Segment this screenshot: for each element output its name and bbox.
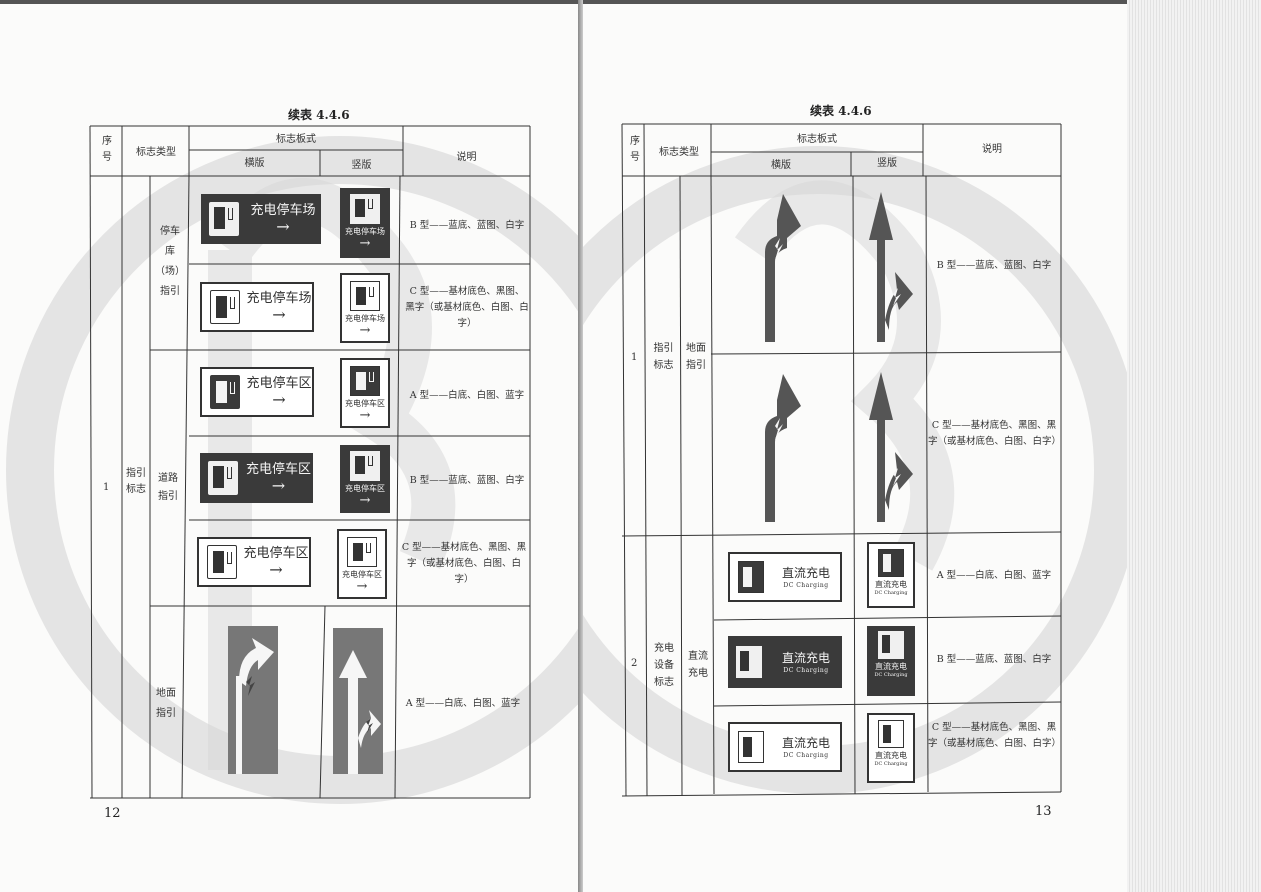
charging-station-icon: [738, 731, 764, 763]
charging-station-icon: [207, 545, 237, 579]
arrow-right-icon: →: [269, 560, 283, 579]
sign-dc-charging-c-vertical: 直流充电 DC Charging: [867, 713, 915, 783]
row-index-1: 1: [631, 352, 638, 363]
ground-marking-horizontal-arrow: [228, 626, 278, 774]
charging-station-icon: [350, 281, 380, 311]
subtype-ground: 地面指引: [156, 688, 176, 719]
header-description: 说明: [456, 152, 477, 163]
arrow-right-icon: →: [271, 476, 286, 495]
description-ground-c: C 型——基材底色、黑图、黑字（或基材底色、白图、白字）: [928, 420, 1062, 447]
description-dc-c: C 型——基材底色、黑图、黑字（或基材底色、白图、白字）: [928, 722, 1062, 749]
charging-station-icon: [738, 561, 764, 593]
row-index-2: 2: [631, 658, 638, 669]
page-edge-shadow: [583, 0, 1127, 4]
sign-parking-area-a-vertical: 充电停车区 →: [340, 358, 390, 428]
header-horizontal: 横版: [244, 158, 265, 169]
description-ground-b: B 型——蓝底、蓝图、白字: [936, 260, 1052, 271]
charging-station-icon: [878, 549, 904, 577]
arrow-right-icon: →: [272, 390, 286, 409]
ground-arrow-b-horizontal: [765, 194, 801, 342]
group-label: 指引标志: [126, 468, 146, 495]
sign-dc-charging-a-vertical: 直流充电 DC Charging: [867, 542, 915, 608]
ground-arrow-c-vertical: [869, 372, 913, 522]
left-table-grid: [89, 125, 531, 799]
description-row-6: A 型——白底、白图、蓝字: [405, 698, 521, 709]
header-description: 说明: [982, 144, 1002, 155]
table-caption: 续表 4.4.6: [810, 104, 872, 118]
header-style: 标志板式: [276, 134, 316, 145]
description-row-1: B 型——蓝底、蓝图、白字: [409, 220, 525, 231]
sign-parking-lot-c-horizontal: 充电停车场→: [200, 282, 314, 332]
description-row-2: C 型——基材底色、黑图、黑字（或基材底色、白图、白字）: [405, 286, 529, 329]
page-edge-shadow: [0, 0, 578, 4]
description-row-5: C 型——基材底色、黑图、黑字（或基材底色、白图、白字）: [401, 542, 527, 585]
arrow-right-icon: →: [276, 217, 290, 236]
arrow-right-icon: →: [359, 323, 371, 338]
header-vertical: 竖版: [877, 158, 897, 169]
sign-parking-area-c-horizontal: 充电停车区→: [197, 537, 311, 587]
sign-parking-area-b-vertical: 充电停车区 →: [340, 445, 390, 513]
book-page-edges: [1127, 0, 1261, 892]
sign-parking-area-a-horizontal: 充电停车区→: [200, 367, 314, 417]
arrow-right-icon: →: [359, 493, 371, 508]
charging-station-icon: [210, 375, 240, 409]
ground-marking-vertical-arrow: [333, 628, 383, 774]
description-dc-a: A 型——白底、白图、蓝字: [936, 570, 1052, 581]
charging-station-icon: [209, 202, 239, 236]
arrow-right-icon: →: [272, 305, 286, 324]
header-vertical: 竖版: [351, 160, 372, 171]
charging-station-icon: [736, 646, 762, 678]
sign-parking-lot-b-horizontal: 充电停车场→: [201, 194, 321, 244]
ground-arrow-b-vertical: [869, 192, 913, 342]
charging-station-icon: [350, 194, 380, 224]
right-table-grid: [621, 123, 1062, 797]
group-label-device: 充电设备标志: [654, 643, 674, 688]
arrow-right-icon: →: [359, 408, 371, 423]
sign-parking-area-c-vertical: 充电停车区 →: [337, 529, 387, 599]
page-number: 13: [1035, 804, 1052, 819]
charging-station-icon: [878, 720, 904, 748]
charging-station-icon: [208, 461, 238, 495]
description-row-4: B 型——蓝底、蓝图、白字: [409, 475, 525, 486]
arrow-right-icon: →: [359, 236, 371, 251]
sign-parking-lot-b-vertical: 充电停车场 →: [340, 188, 390, 258]
left-page: 续表 4.4.6 序号 标志类型 标志板式 横版 竖版 说明 1 指引标志: [0, 0, 579, 892]
book-gutter: [578, 0, 583, 892]
charging-station-icon: [350, 366, 380, 396]
page-number: 12: [104, 806, 121, 821]
sign-dc-charging-b-vertical: 直流充电 DC Charging: [867, 626, 915, 696]
header-style: 标志板式: [797, 134, 837, 145]
header-index: 序号: [630, 136, 640, 163]
charging-station-icon: [878, 631, 904, 659]
charging-station-icon: [210, 290, 240, 324]
subtype-parking: 停车库 （场）指引: [155, 226, 185, 297]
arrow-right-icon: →: [356, 579, 368, 594]
row-index: 1: [103, 482, 110, 493]
sign-parking-area-b-horizontal: 充电停车区→: [200, 453, 313, 503]
header-type: 标志类型: [136, 147, 176, 158]
header-horizontal: 横版: [771, 160, 791, 171]
sign-parking-lot-c-vertical: 充电停车场 →: [340, 273, 390, 343]
subtype-road: 道路指引: [158, 473, 178, 502]
right-page: 续表 4.4.6 序号 标志类型 标志板式 横版 竖版 说明 1 指引标志 地面…: [583, 0, 1127, 892]
description-dc-b: B 型——蓝底、蓝图、白字: [936, 654, 1052, 665]
subtype-dc-charging: 直流充电: [688, 651, 708, 679]
description-row-3: A 型——白底、白图、蓝字: [409, 390, 525, 401]
table-caption: 续表 4.4.6: [288, 108, 350, 122]
charging-station-icon: [350, 451, 380, 481]
group-label-guide: 指引标志: [653, 343, 674, 371]
header-type: 标志类型: [659, 147, 699, 158]
ground-arrow-c-horizontal: [765, 374, 801, 522]
header-index: 序号: [102, 136, 112, 163]
charging-station-icon: [347, 537, 377, 567]
subtype-ground: 地面指引: [686, 343, 706, 371]
